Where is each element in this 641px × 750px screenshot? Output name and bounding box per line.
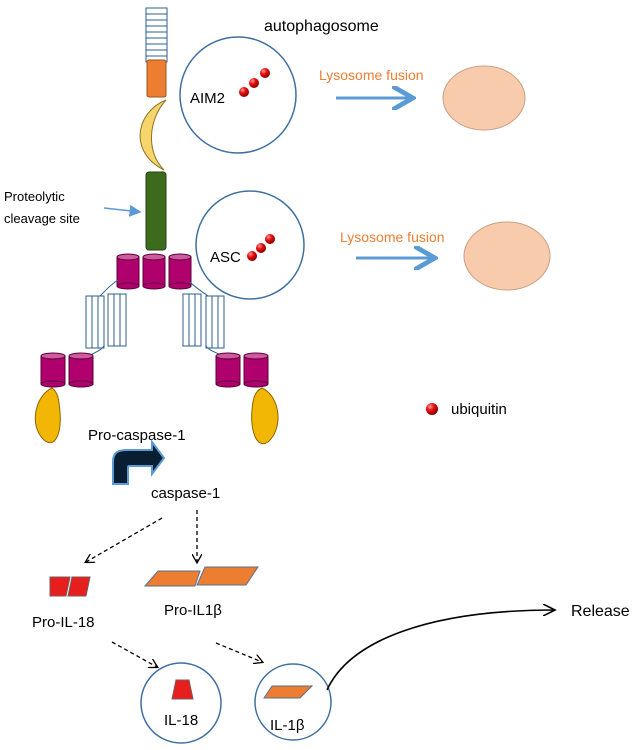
lysosome-2 bbox=[463, 221, 551, 291]
pro-caspase-label: Pro-caspase-1 bbox=[88, 427, 186, 444]
ubiquitin-legend-icon bbox=[426, 403, 438, 415]
pro-il1b-label: Pro-IL1β bbox=[164, 602, 222, 619]
striped-domain-right bbox=[182, 293, 225, 349]
pro-il1b-shape bbox=[143, 566, 259, 587]
ubiquitin-chain-aim2 bbox=[239, 68, 270, 97]
il18-label: IL-18 bbox=[164, 712, 198, 729]
magenta-cylinders-center bbox=[116, 253, 192, 290]
dashed-arrow-to-pro-il18 bbox=[86, 517, 163, 562]
ubiquitin-chain-asc bbox=[247, 234, 275, 261]
lysosome-1 bbox=[442, 65, 526, 131]
lysosome-fusion-label-1: Lysosome fusion bbox=[319, 67, 424, 83]
pro-il18-label: Pro-IL-18 bbox=[32, 614, 95, 631]
conversion-arrow bbox=[112, 439, 166, 485]
asc-label: ASC bbox=[210, 249, 241, 266]
striped-domain-left bbox=[85, 293, 127, 349]
il18-vesicle bbox=[140, 662, 222, 744]
orange-domain bbox=[146, 59, 167, 98]
dashed-arrow-to-il18 bbox=[111, 641, 157, 667]
crescent-domain bbox=[139, 99, 167, 171]
autophagosome-aim2 bbox=[179, 36, 297, 154]
release-arrow bbox=[326, 610, 555, 691]
lysosome-fusion-label-2: Lysosome fusion bbox=[340, 229, 445, 245]
release-label: Release bbox=[571, 603, 630, 620]
il1b-label: IL-1β bbox=[270, 717, 305, 734]
il1b-shape bbox=[263, 685, 314, 699]
magenta-cylinders-right bbox=[215, 352, 269, 388]
gold-domain-right bbox=[251, 387, 279, 445]
autophagosome-label: autophagosome bbox=[264, 18, 379, 35]
striped-domain-top bbox=[145, 7, 168, 63]
ubiquitin-legend-label: ubiquitin bbox=[451, 401, 507, 418]
dashed-arrow-to-il1b bbox=[215, 642, 262, 662]
autophagosome-asc bbox=[195, 190, 305, 300]
right-linker bbox=[189, 281, 209, 297]
pro-il18-shape bbox=[49, 576, 91, 597]
cleavage-site-label-line2: cleavage site bbox=[4, 211, 80, 226]
green-domain bbox=[145, 171, 167, 251]
magenta-cylinders-left bbox=[40, 352, 94, 388]
il18-shape bbox=[171, 679, 194, 700]
cleavage-site-label-line1: Proteolytic bbox=[4, 189, 65, 204]
aim2-label: AIM2 bbox=[190, 90, 225, 107]
cleavage-site-arrow bbox=[103, 204, 142, 217]
il1b-vesicle bbox=[254, 663, 332, 741]
gold-domain-left bbox=[34, 387, 61, 443]
caspase-label: caspase-1 bbox=[151, 485, 220, 502]
left-linker bbox=[99, 279, 119, 297]
